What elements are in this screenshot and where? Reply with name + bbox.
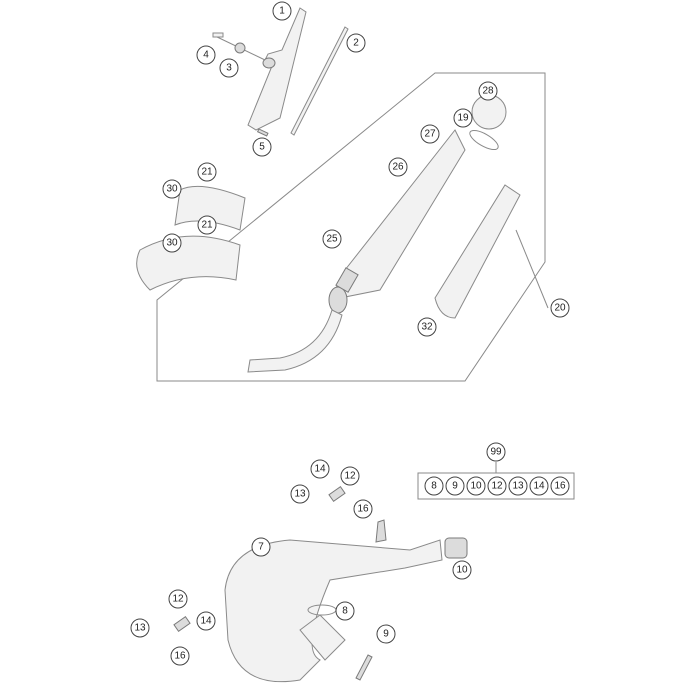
callout-21: 21 — [197, 215, 217, 235]
part-25-packing — [335, 267, 359, 293]
part-5-screw — [256, 128, 269, 137]
callout-13: 13 — [130, 618, 150, 638]
svg-text:10: 10 — [470, 481, 482, 492]
svg-text:16: 16 — [357, 504, 369, 515]
callout-10: 10 — [452, 560, 472, 580]
callout-26: 26 — [388, 157, 408, 177]
clamp-upper — [328, 486, 346, 502]
callout-99: 99 — [486, 442, 506, 462]
callout-1: 1 — [272, 1, 292, 21]
callout-13: 13 — [290, 484, 310, 504]
heat-shield-lower — [136, 235, 241, 291]
svg-text:32: 32 — [421, 322, 433, 333]
svg-text:30: 30 — [166, 238, 178, 249]
callout-30: 30 — [162, 179, 182, 199]
callout-5: 5 — [252, 137, 272, 157]
svg-text:21: 21 — [201, 220, 213, 231]
callout-8: 8 — [335, 601, 355, 621]
callout-20: 20 — [550, 298, 570, 318]
svg-text:9: 9 — [452, 481, 458, 492]
leader-20 — [515, 229, 549, 309]
svg-text:9: 9 — [383, 629, 389, 640]
callout-25: 25 — [322, 229, 342, 249]
svg-text:28: 28 — [482, 86, 494, 97]
svg-text:2: 2 — [353, 38, 359, 49]
part-7-exhaust-pipe — [224, 539, 443, 683]
svg-text:16: 16 — [174, 651, 186, 662]
svg-text:13: 13 — [512, 481, 524, 492]
part-1-bracket — [247, 7, 307, 131]
kit-item: 10 — [466, 476, 486, 496]
pipe-bend — [299, 614, 346, 661]
callout-14: 14 — [196, 611, 216, 631]
silencer-pipe — [247, 309, 343, 373]
silencer-flange — [328, 286, 348, 314]
callout-16: 16 — [353, 499, 373, 519]
callout-9: 9 — [376, 624, 396, 644]
svg-text:13: 13 — [134, 623, 146, 634]
svg-text:14: 14 — [200, 616, 212, 627]
callout-16: 16 — [170, 646, 190, 666]
bracket-hole — [262, 57, 276, 69]
callout-27: 27 — [420, 124, 440, 144]
svg-text:10: 10 — [456, 565, 468, 576]
callout-32: 32 — [417, 317, 437, 337]
svg-text:4: 4 — [203, 50, 209, 61]
svg-text:19: 19 — [457, 113, 469, 124]
kit-item: 8 — [424, 476, 444, 496]
svg-text:14: 14 — [533, 481, 545, 492]
kit-item: 14 — [529, 476, 549, 496]
part-2-strip — [290, 26, 349, 136]
kit-item: 13 — [508, 476, 528, 496]
svg-text:14: 14 — [314, 464, 326, 475]
part-10-sleeve — [444, 537, 468, 559]
callout-14: 14 — [310, 459, 330, 479]
svg-text:21: 21 — [201, 167, 213, 178]
callout-7: 7 — [251, 537, 271, 557]
callout-21: 21 — [197, 162, 217, 182]
svg-text:8: 8 — [431, 481, 437, 492]
callout-30: 30 — [162, 233, 182, 253]
svg-text:5: 5 — [259, 142, 265, 153]
callout-12: 12 — [168, 589, 188, 609]
svg-text:13: 13 — [294, 489, 306, 500]
svg-text:25: 25 — [326, 234, 338, 245]
callout-28: 28 — [478, 81, 498, 101]
callout-3: 3 — [219, 58, 239, 78]
part-4-bolt — [212, 32, 224, 38]
svg-text:26: 26 — [392, 162, 404, 173]
svg-text:7: 7 — [258, 542, 264, 553]
svg-text:27: 27 — [424, 129, 436, 140]
part-19-o-ring — [469, 129, 499, 151]
kit-item: 9 — [445, 476, 465, 496]
svg-text:12: 12 — [491, 481, 503, 492]
svg-text:8: 8 — [342, 606, 348, 617]
svg-text:1: 1 — [279, 6, 285, 17]
svg-text:16: 16 — [554, 481, 566, 492]
callout-4: 4 — [196, 45, 216, 65]
clamp-lower — [173, 616, 191, 632]
svg-text:12: 12 — [344, 471, 356, 482]
svg-text:30: 30 — [166, 184, 178, 195]
silencer-core — [329, 129, 466, 301]
svg-text:12: 12 — [172, 594, 184, 605]
part-20-silencer-sleeve — [434, 184, 521, 319]
kit-item: 16 — [550, 476, 570, 496]
pipe-tab — [375, 519, 387, 543]
silencer-group-frame — [156, 72, 546, 382]
svg-text:99: 99 — [490, 447, 502, 458]
callout-19: 19 — [453, 108, 473, 128]
callout-2: 2 — [346, 33, 366, 53]
svg-text:20: 20 — [554, 303, 566, 314]
callout-12: 12 — [340, 466, 360, 486]
svg-text:3: 3 — [226, 63, 232, 74]
part-3-washer — [234, 42, 246, 54]
part-9-spring — [355, 654, 373, 681]
heat-shield-upper — [174, 185, 246, 231]
kit-item: 12 — [487, 476, 507, 496]
